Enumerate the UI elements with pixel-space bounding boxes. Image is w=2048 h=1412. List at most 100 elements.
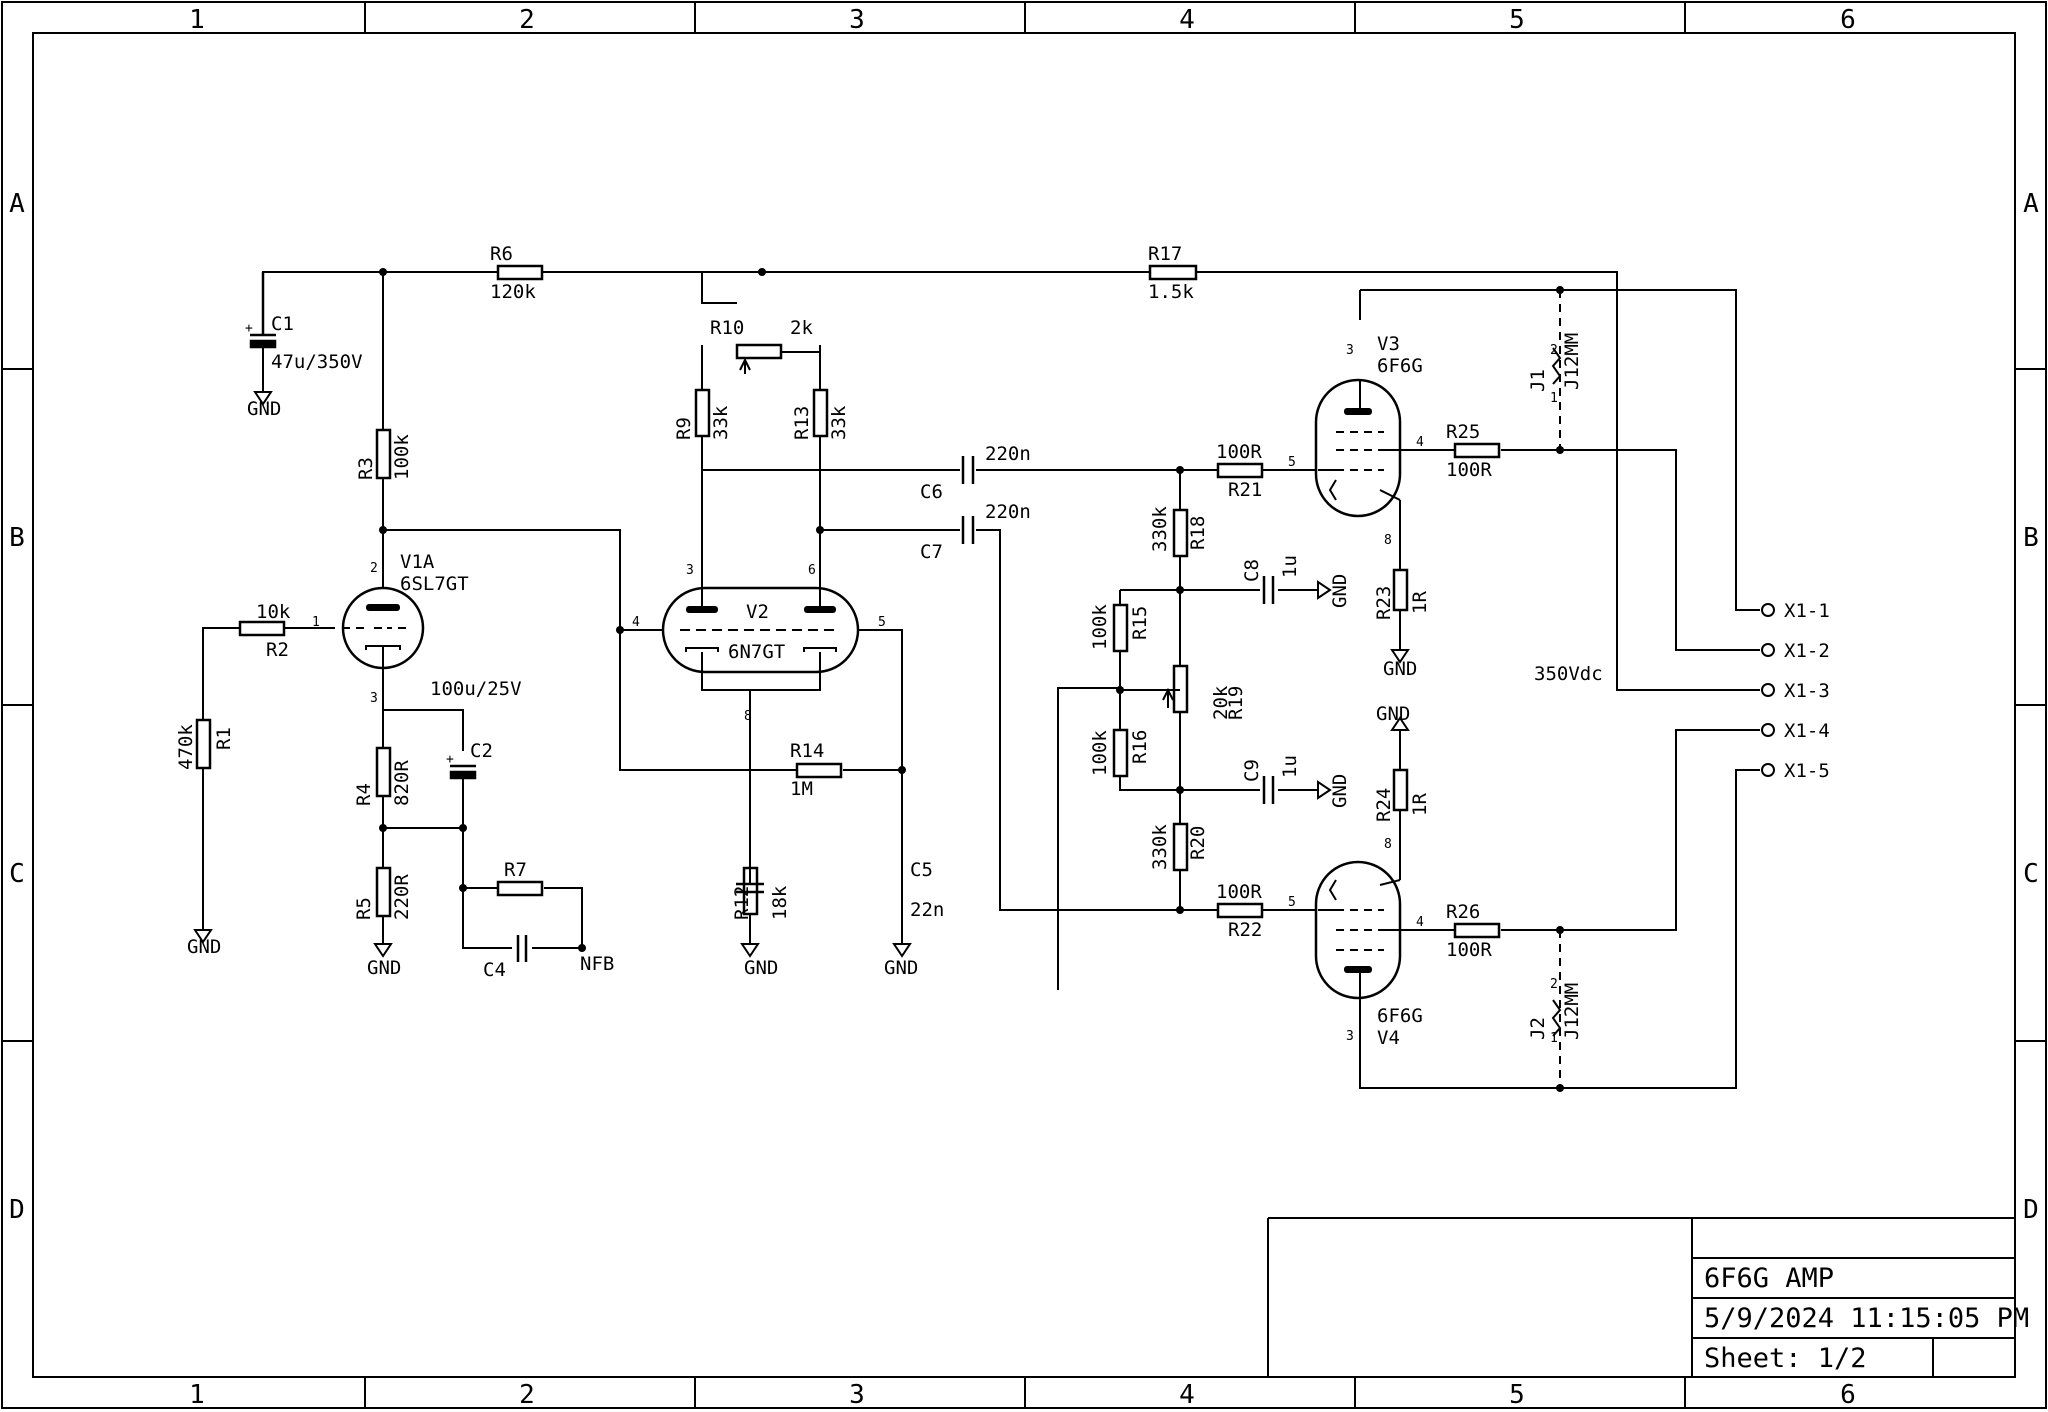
col-1-top: 1	[189, 5, 205, 35]
r13-value: 33k	[828, 405, 850, 440]
r16-name: R16	[1129, 730, 1151, 764]
r22-value: 100R	[1216, 881, 1262, 903]
x1-4-label: X1-4	[1784, 720, 1830, 742]
gnd-c8: GND	[1329, 574, 1351, 608]
jumpers	[1551, 347, 1562, 1037]
c8-symbol	[1262, 576, 1275, 604]
c7-value: 220n	[985, 501, 1031, 523]
row-d-left: D	[9, 1195, 25, 1225]
svg-text:4: 4	[632, 615, 640, 630]
r24-body	[1392, 768, 1409, 812]
r2-body	[238, 620, 286, 637]
r16-value: 100k	[1089, 730, 1111, 776]
gnd-r24: GND	[1376, 703, 1410, 725]
svg-text:1: 1	[1550, 1031, 1558, 1046]
c1-name: C1	[271, 313, 294, 335]
r18-value: 330k	[1149, 506, 1171, 552]
j2-value: J12MM	[1561, 983, 1583, 1040]
pin-numbers: 1 2 3 4 3 6 5 8 3 5 4 8 5 4 8 3 2 1 2 1	[312, 343, 1558, 1046]
c6-symbol	[961, 456, 975, 484]
r12-value: 18k	[769, 885, 791, 920]
r21-value: 100R	[1216, 441, 1262, 463]
r26-name: R26	[1446, 901, 1480, 923]
tube-v1a	[341, 586, 425, 670]
r17-value: 1.5k	[1148, 281, 1194, 303]
svg-text:4: 4	[1416, 915, 1424, 930]
svg-text:3: 3	[370, 691, 378, 706]
r1-value: 470k	[175, 724, 197, 770]
v3-value: 6F6G	[1377, 355, 1423, 377]
title-text: 6F6G AMP	[1704, 1263, 1834, 1294]
r10-name: R10	[710, 317, 744, 339]
frame-column-labels: 1 2 3 4 5 6 1 2 3 4 5 6	[189, 5, 1856, 1410]
c2-name: C2	[470, 740, 493, 762]
nfb-label: NFB	[580, 953, 614, 975]
capacitors	[249, 272, 1275, 962]
tube-v2	[661, 584, 860, 674]
c4-symbol	[516, 935, 528, 962]
col-6-bottom: 6	[1840, 1380, 1856, 1410]
component-labels: C1 47u/350V GND R6 120k R17 1.5k R10 2k …	[175, 243, 1603, 1049]
v1a-value: 6SL7GT	[400, 573, 469, 595]
svg-text:5: 5	[878, 615, 886, 630]
x1-5-label: X1-5	[1784, 760, 1830, 782]
x1-2-label: X1-2	[1784, 640, 1830, 662]
svg-text:1: 1	[312, 615, 320, 630]
r2-name: R2	[266, 639, 289, 661]
r4-body	[375, 746, 392, 798]
col-3-top: 3	[849, 5, 865, 35]
title-block: 6F6G AMP 5/9/2024 11:15:05 PM Sheet: 1/2	[1267, 1217, 2029, 1377]
svg-text:2: 2	[370, 561, 378, 576]
col-4-top: 4	[1179, 5, 1195, 35]
r3-value: 100k	[391, 434, 413, 480]
c9-value: 1u	[1279, 755, 1301, 778]
svg-text:8: 8	[1384, 533, 1392, 548]
junctions	[379, 268, 1564, 1092]
c6-value: 220n	[985, 443, 1031, 465]
r12-name: R12	[731, 886, 753, 920]
tube-v3	[1314, 378, 1420, 518]
gnd-r23: GND	[1383, 658, 1417, 680]
r21-body	[1216, 462, 1264, 479]
r13-body	[812, 388, 829, 438]
date-text: 5/9/2024 11:15:05 PM	[1704, 1303, 2029, 1334]
j1-name: J1	[1527, 369, 1549, 392]
svg-text:1: 1	[1550, 391, 1558, 406]
r9-value: 33k	[710, 405, 732, 440]
svg-text:2: 2	[1550, 343, 1558, 358]
col-2-bottom: 2	[519, 1380, 535, 1410]
c2-symbol	[449, 764, 477, 780]
j2-name: J2	[1527, 1017, 1549, 1040]
col-6-top: 6	[1840, 5, 1856, 35]
svg-text:+: +	[446, 752, 454, 767]
r23-name: R23	[1373, 586, 1395, 620]
r1-name: R1	[213, 727, 235, 750]
ground-symbols	[193, 391, 1410, 958]
r21-name: R21	[1228, 479, 1262, 501]
svg-text:2: 2	[1550, 977, 1558, 992]
gnd-r12: GND	[744, 957, 778, 979]
supply-label: 350Vdc	[1534, 663, 1603, 685]
svg-text:4: 4	[1416, 435, 1424, 450]
col-1-bottom: 1	[189, 1380, 205, 1410]
gnd-c1: GND	[247, 398, 281, 420]
r23-value: 1R	[1409, 591, 1431, 614]
r16-body	[1112, 728, 1129, 778]
svg-text:8: 8	[1384, 837, 1392, 852]
r18-body	[1172, 508, 1189, 558]
c6-name: C6	[920, 481, 943, 503]
x1-3-label: X1-3	[1784, 680, 1830, 702]
r5-name: R5	[353, 897, 375, 920]
r25-body	[1453, 442, 1501, 459]
v1a-name: V1A	[400, 551, 435, 573]
r4-value: 820R	[391, 760, 413, 806]
r6-value: 120k	[490, 281, 536, 303]
r25-name: R25	[1446, 421, 1480, 443]
v4-name: V4	[1377, 1027, 1400, 1049]
resistors	[195, 264, 1501, 939]
r26-body	[1453, 922, 1501, 939]
r15-name: R15	[1129, 606, 1151, 640]
c5-symbol	[736, 860, 764, 894]
r5-value: 220R	[391, 874, 413, 920]
r10-value: 2k	[790, 317, 813, 339]
